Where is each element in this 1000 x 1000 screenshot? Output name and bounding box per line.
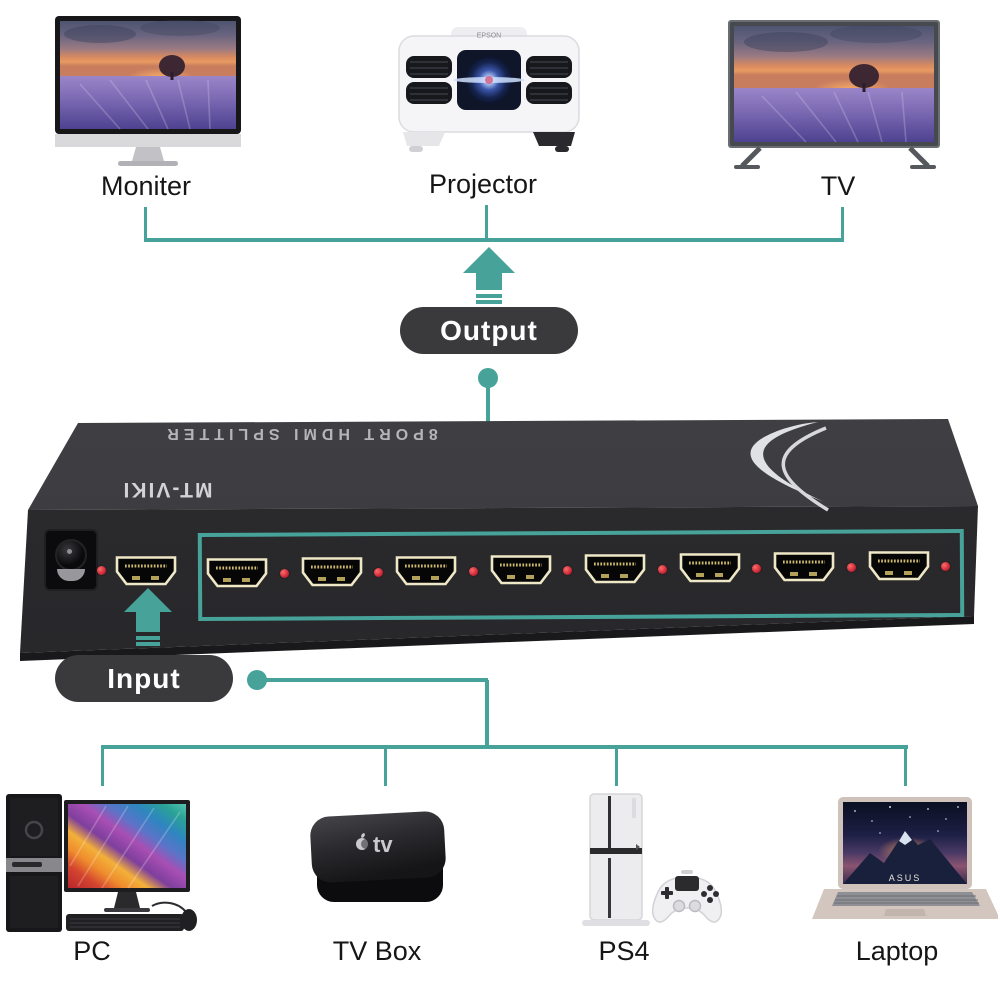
label-moniter: Moniter bbox=[100, 171, 192, 201]
pc-drop-line bbox=[101, 747, 104, 786]
projector-left-vent bbox=[406, 56, 452, 104]
output-pill-label: Output bbox=[440, 314, 538, 346]
device-brand-text: MT-VIKI bbox=[121, 478, 213, 501]
laptop-brand-text: ASUS bbox=[889, 873, 922, 883]
game-console-icon bbox=[582, 793, 723, 926]
label-tv: TV bbox=[820, 171, 856, 201]
laptop-icon: ASUS bbox=[812, 797, 998, 919]
input-horizontal-line bbox=[257, 678, 488, 682]
output-bus-line bbox=[143, 238, 844, 242]
port-led bbox=[846, 562, 856, 572]
port-led bbox=[657, 564, 667, 574]
projector-drop-line bbox=[484, 205, 488, 241]
monitor-drop-line bbox=[143, 207, 147, 241]
dc-jack-highlight bbox=[57, 569, 85, 581]
projector-brand-text: EPSON bbox=[477, 33, 502, 40]
hdmi-output-port bbox=[773, 551, 835, 581]
label-ps4: PS4 bbox=[598, 936, 650, 966]
ps4-controller bbox=[651, 870, 723, 923]
device-model-text: 8PORT HDMI SPLITTER bbox=[162, 425, 438, 442]
hdmi-output-port bbox=[679, 552, 740, 582]
hdmi-output-port bbox=[868, 550, 929, 580]
tv-icon bbox=[728, 20, 940, 169]
label-tv-box: TV Box bbox=[332, 936, 422, 966]
port-led bbox=[941, 561, 950, 571]
monitor-icon bbox=[55, 16, 241, 166]
tv-drop-line bbox=[840, 207, 844, 241]
port-led bbox=[374, 567, 383, 577]
tv-box-icon: tv bbox=[310, 811, 446, 902]
port-led bbox=[468, 566, 478, 576]
hdmi-output-port bbox=[206, 557, 268, 587]
port-led bbox=[279, 568, 289, 578]
hdmi-output-port bbox=[490, 554, 551, 584]
label-laptop: Laptop bbox=[855, 936, 939, 966]
input-pill: Input bbox=[55, 655, 233, 702]
projector-icon: EPSON bbox=[398, 27, 580, 152]
label-projector: Projector bbox=[428, 169, 538, 199]
projector-right-vent bbox=[526, 56, 572, 104]
swoosh-logo-icon bbox=[750, 422, 829, 512]
output-ports-highlight-box bbox=[197, 528, 965, 622]
output-arrow-up-icon bbox=[463, 247, 515, 304]
dc-jack-pin bbox=[67, 549, 72, 554]
hdmi-output-port bbox=[301, 556, 362, 586]
input-arrow-up-icon bbox=[124, 588, 172, 646]
label-pc: PC bbox=[73, 936, 111, 966]
ps4-drop-line bbox=[615, 747, 618, 786]
dc-jack-hole bbox=[55, 539, 87, 571]
output-pill: Output bbox=[400, 307, 578, 354]
hdmi-output-port bbox=[584, 553, 646, 583]
dc-power-jack bbox=[44, 529, 98, 591]
input-bus-line bbox=[101, 745, 908, 749]
apple-logo-icon bbox=[356, 833, 371, 850]
hdmi-input-port bbox=[115, 555, 177, 585]
dell-logo-icon bbox=[24, 820, 44, 840]
hdmi-output-port bbox=[395, 555, 457, 585]
port-led bbox=[752, 563, 761, 573]
input-pill-label: Input bbox=[107, 662, 181, 694]
input-vertical-line bbox=[485, 680, 489, 747]
tv-box-logo-text: tv bbox=[373, 832, 393, 857]
desktop-pc-icon bbox=[6, 794, 197, 932]
laptop-drop-line bbox=[904, 747, 907, 786]
port-led bbox=[96, 565, 106, 575]
port-led bbox=[563, 565, 572, 575]
tvbox-drop-line bbox=[384, 747, 387, 786]
